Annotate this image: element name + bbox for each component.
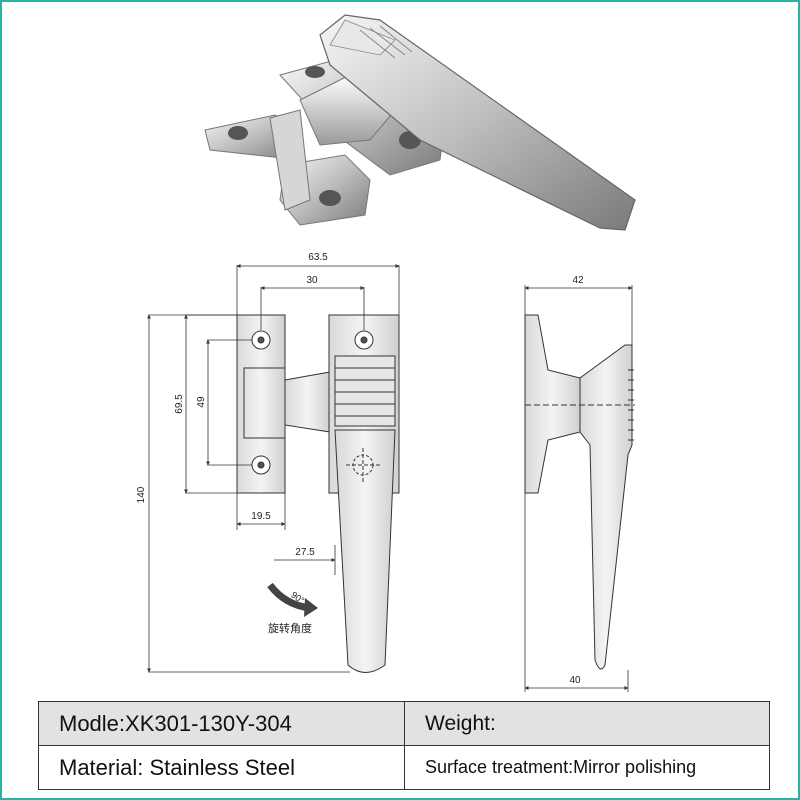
- model-cell: Modle:XK301-130Y-304: [38, 701, 405, 746]
- dim-height-holes: 49: [196, 396, 207, 408]
- spec-row: Material: Stainless Steel Surface treatm…: [38, 745, 770, 790]
- spec-row: Modle:XK301-130Y-304 Weight:: [38, 701, 770, 746]
- material-cell: Material: Stainless Steel: [38, 745, 405, 790]
- dim-height-base: 69.5: [174, 394, 185, 414]
- rotation-arrow-icon: [267, 582, 318, 617]
- dim-width-holes: 30: [306, 275, 318, 286]
- dim-height-total: 140: [136, 486, 147, 503]
- dim-side-width: 42: [572, 275, 584, 286]
- spec-table: Modle:XK301-130Y-304 Weight: Material: S…: [38, 701, 770, 790]
- weight-cell: Weight:: [404, 701, 770, 746]
- surface-cell: Surface treatment:Mirror polishing: [404, 745, 770, 790]
- dimension-lines-side: [524, 285, 633, 692]
- side-view: [524, 314, 635, 670]
- front-view: [236, 314, 400, 673]
- dim-width-overall: 63.5: [308, 252, 328, 263]
- dim-side-bottom: 40: [569, 675, 581, 686]
- dim-offset: 27.5: [295, 547, 315, 558]
- product-photo: [204, 14, 636, 231]
- rotation-caption: 旋转角度: [268, 621, 312, 635]
- technical-drawing: 63.5 30 140 69.5 49 19.5 27.5 90° 旋转角度 4…: [136, 14, 636, 692]
- dimension-lines-front: [147, 264, 400, 673]
- dim-base-width: 19.5: [251, 511, 271, 522]
